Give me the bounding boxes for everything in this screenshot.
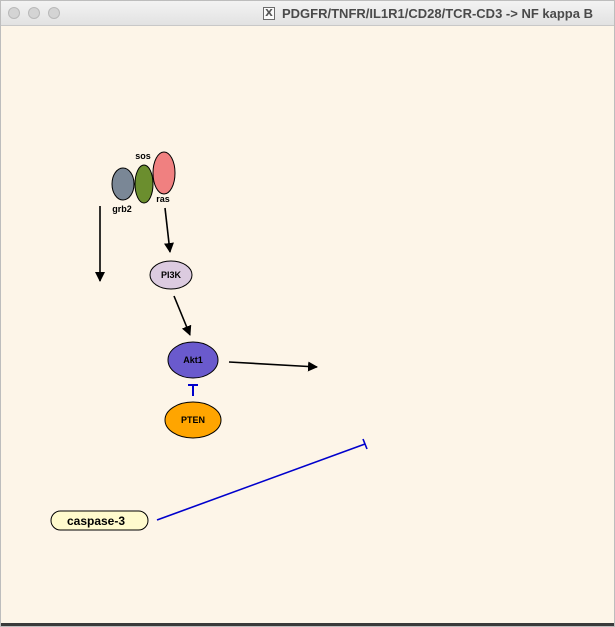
node-grb2[interactable] xyxy=(111,167,135,201)
pathway-diagram: sos grb2 ras PI3K Akt1 PTEN caspase-3 xyxy=(50,151,368,531)
label-pten: PTEN xyxy=(181,415,205,425)
label-akt1: Akt1 xyxy=(183,355,203,365)
label-pi3k: PI3K xyxy=(161,270,182,280)
window-bottom-edge xyxy=(1,623,614,626)
edge-akt1-activation xyxy=(228,361,318,372)
label-grb2: grb2 xyxy=(112,204,132,214)
label-ras: ras xyxy=(156,194,170,204)
edge-pten-akt1-inhibition xyxy=(188,384,198,396)
label-sos: sos xyxy=(135,151,151,161)
edge-caspase3-inhibition xyxy=(156,438,368,521)
window-title-group: X PDGFR/TNFR/IL1R1/CD28/TCR-CD3 -> NF ka… xyxy=(263,5,593,21)
window-title: PDGFR/TNFR/IL1R1/CD28/TCR-CD3 -> NF kapp… xyxy=(282,5,593,21)
pathway-canvas: sos grb2 ras PI3K Akt1 PTEN caspase-3 xyxy=(1,26,614,624)
zoom-button[interactable] xyxy=(48,7,60,19)
edge-ras-pi3k xyxy=(164,207,174,253)
node-akt1[interactable] xyxy=(167,341,219,379)
x11-icon: X xyxy=(263,6,275,20)
label-caspase3: caspase-3 xyxy=(67,514,125,528)
close-button[interactable] xyxy=(8,7,20,19)
minimize-button[interactable] xyxy=(28,7,40,19)
edge-pi3k-akt1 xyxy=(173,295,192,336)
node-pten[interactable] xyxy=(164,401,222,439)
node-pi3k[interactable] xyxy=(149,260,193,290)
title-bar[interactable]: X PDGFR/TNFR/IL1R1/CD28/TCR-CD3 -> NF ka… xyxy=(1,1,614,26)
node-caspase3[interactable] xyxy=(50,510,149,531)
node-ras[interactable] xyxy=(152,151,176,195)
node-sos[interactable] xyxy=(134,164,154,204)
